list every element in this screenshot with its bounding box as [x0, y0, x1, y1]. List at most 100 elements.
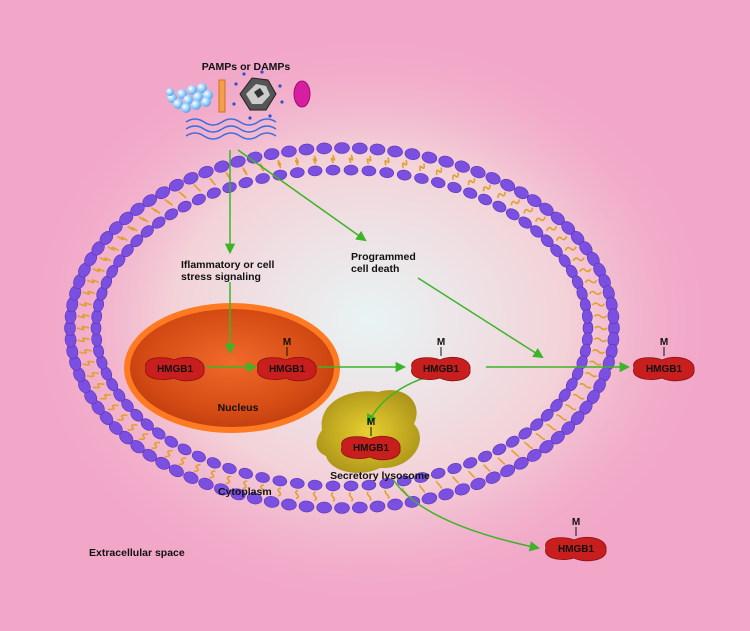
lipid-head [379, 167, 394, 178]
lipid-tail [366, 491, 372, 501]
lipid-head [155, 186, 171, 200]
signaling-label-line2: stress signaling [181, 271, 261, 283]
lipid-tail [82, 290, 95, 295]
lipid-tail [178, 191, 187, 199]
hmgb1-lysosome: M HMGB1 [341, 417, 401, 461]
lipid-head [290, 167, 305, 178]
lipid-head [183, 471, 199, 484]
lipid-head [168, 178, 184, 192]
lipid-head [421, 151, 438, 164]
modification-label: M [437, 337, 445, 348]
lipid-head [255, 472, 270, 483]
lysosome-label: Secretory lysosome [330, 470, 430, 482]
lipid-head [164, 208, 179, 221]
lipid-tail [591, 302, 606, 307]
lipid-head [334, 502, 350, 514]
lipid-tail [523, 207, 534, 214]
lipid-head [478, 193, 493, 206]
lipid-head [463, 187, 478, 199]
lipid-tail [242, 480, 248, 490]
lipid-head [183, 172, 199, 185]
lipid-tail [579, 268, 592, 273]
lipid-tail [482, 464, 491, 473]
lipid-head [307, 165, 323, 177]
cell-membrane [64, 142, 620, 514]
hmgb1-cytoplasm: M HMGB1 [411, 337, 471, 382]
lipid-head [214, 483, 230, 496]
lipid-head [198, 477, 214, 490]
lipid-tail [99, 393, 112, 400]
lipid-tail [164, 449, 173, 458]
hmgb1-nucleus-modified: M HMGB1 [257, 337, 317, 382]
lipid-head [140, 225, 154, 238]
lipid-head [607, 308, 620, 324]
lipid-head [222, 462, 237, 475]
lipid-head [505, 208, 520, 221]
lipid-head [281, 498, 297, 511]
lipid-head [255, 173, 270, 184]
nucleic-acid-wave-icon [185, 118, 277, 140]
lipid-tail [138, 216, 149, 223]
lipid-head [404, 496, 421, 508]
lipid-tail [209, 470, 216, 479]
lipid-head [470, 166, 486, 179]
lipid-tail [330, 492, 336, 502]
lipid-head [263, 496, 280, 508]
lipid-tail [467, 178, 476, 186]
hmgb1-label: HMGB1 [157, 364, 194, 375]
lipid-tail [86, 279, 100, 284]
lipid-tail [366, 155, 372, 165]
lipid-head [369, 500, 386, 513]
lipid-tail [497, 191, 506, 199]
lipid-tail [150, 207, 161, 215]
death-label-line2: cell death [351, 263, 399, 275]
lipid-tail [82, 360, 95, 366]
lipid-tail [312, 155, 318, 165]
lipid-tail [384, 157, 390, 166]
modification-label: M [367, 417, 375, 428]
lipid-tail [294, 157, 300, 166]
lipid-tail [419, 163, 425, 172]
lipid-head [298, 500, 315, 513]
lipid-tail [277, 487, 282, 497]
lipid-head [414, 472, 429, 483]
extracellular-label: Extracellular space [89, 547, 185, 559]
lipid-tail [151, 441, 161, 450]
lipid-head [164, 435, 179, 448]
lipid-tail [572, 393, 585, 400]
lipid-tail [546, 424, 557, 431]
lipid-tail [312, 491, 318, 501]
hmgb1-extracellular-bottom: M HMGB1 [545, 517, 607, 562]
lipid-head [454, 160, 470, 173]
lipid-head [361, 165, 377, 177]
lipid-tail [510, 199, 521, 206]
lipid-head [485, 471, 501, 484]
lipid-head [307, 479, 323, 491]
lipid-head [438, 488, 454, 501]
hmgb1-extracellular-right: M HMGB1 [633, 337, 695, 382]
lipid-tail [435, 480, 443, 489]
lipid-head [214, 160, 230, 173]
lipid-head [414, 173, 429, 184]
lipid-head [421, 492, 438, 505]
lipid-tail [208, 177, 217, 186]
lipid-head [290, 478, 305, 489]
lipid-head [361, 479, 377, 491]
bead-cluster-icon [166, 83, 213, 113]
lipid-head [263, 148, 280, 160]
lipid-head [581, 309, 593, 324]
lipid-tail [117, 414, 128, 421]
lipid-tail [435, 167, 443, 176]
lipid-tail [77, 337, 90, 343]
lipid-head [518, 427, 532, 440]
lipid-tail [572, 257, 585, 262]
lipid-head [206, 457, 221, 469]
lipid-head [369, 143, 386, 156]
lipid-tail [259, 484, 264, 494]
oval-molecule-icon [293, 80, 311, 108]
lipid-head [352, 501, 368, 514]
rod-molecule-icon [218, 79, 226, 113]
arrows [206, 149, 631, 552]
death-label-line1: Programmed [351, 251, 416, 263]
